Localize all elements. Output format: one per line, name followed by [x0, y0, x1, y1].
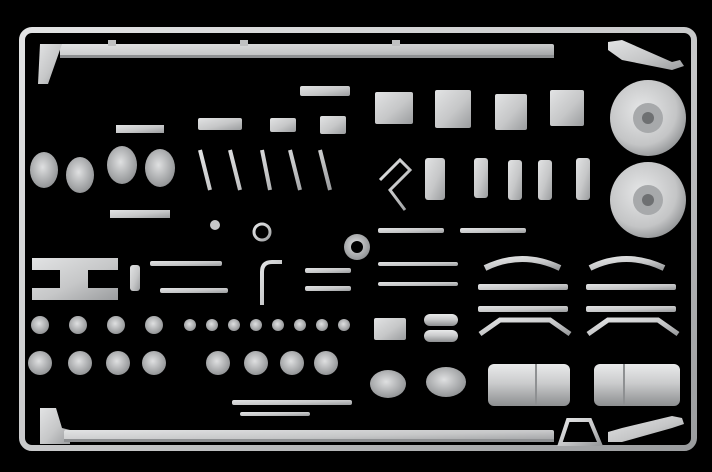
tire-upper — [610, 80, 686, 156]
gearbox-parts — [370, 367, 466, 398]
chassis-rail-bottom — [40, 400, 554, 444]
boxes-top-right — [375, 90, 590, 211]
sprue-gate-hub — [344, 234, 370, 260]
sprue-frame — [19, 27, 697, 451]
bracket-bottom-right — [557, 416, 684, 446]
leaf-springs — [378, 228, 680, 337]
hubs-row-1 — [31, 316, 350, 334]
chassis-rail-top — [38, 40, 554, 96]
small-block-cylinders — [374, 314, 458, 342]
brake-drums-row — [28, 351, 338, 375]
axle-group — [30, 115, 175, 235]
fuel-drums — [488, 364, 680, 406]
tire-lower — [610, 162, 686, 238]
rods-middle — [130, 222, 351, 305]
bracket-top-right — [608, 40, 684, 70]
small-parts-top-middle — [198, 116, 346, 230]
h-frame-part — [32, 258, 118, 300]
